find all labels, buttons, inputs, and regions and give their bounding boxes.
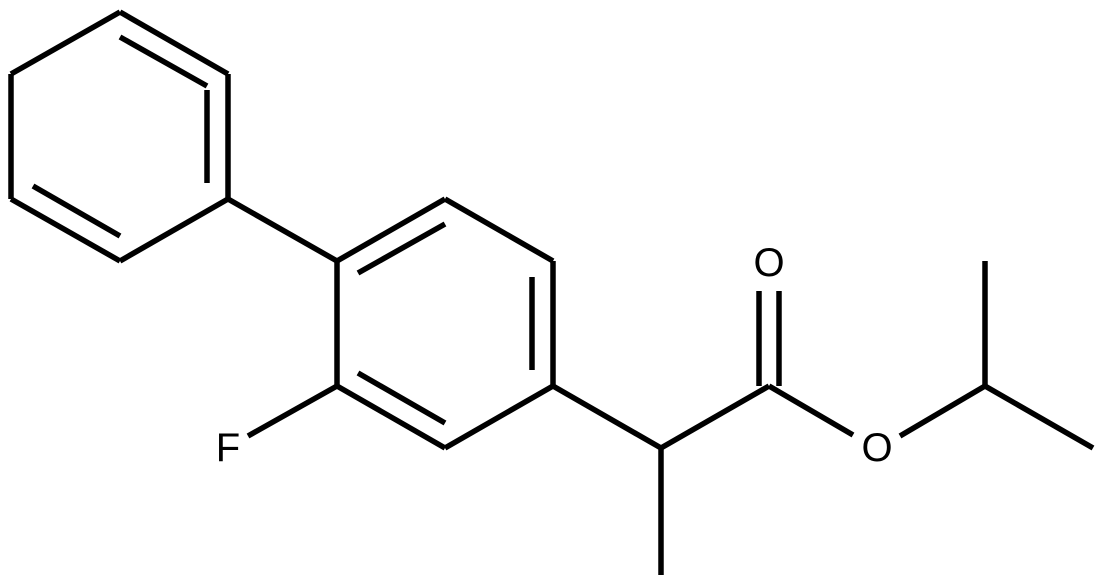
bond xyxy=(898,383,987,439)
bond xyxy=(335,383,447,451)
bond xyxy=(983,383,1095,451)
bond xyxy=(551,383,663,451)
bond xyxy=(356,370,447,426)
ester-oxygen-atom-label: O xyxy=(861,426,892,470)
fluorine-atom-label: F xyxy=(216,426,240,470)
bond xyxy=(246,383,339,439)
bond xyxy=(31,183,122,239)
bond xyxy=(9,9,122,77)
bond xyxy=(226,196,339,264)
bond xyxy=(767,383,855,438)
bond xyxy=(356,221,447,276)
bond xyxy=(9,196,122,264)
bond xyxy=(118,34,209,89)
bond xyxy=(659,383,771,451)
bond xyxy=(118,9,230,77)
bond xyxy=(443,196,555,264)
bond xyxy=(335,196,447,264)
carbonyl-oxygen-atom-label: O xyxy=(753,241,784,285)
phenyl-ring xyxy=(8,9,231,264)
fluorophenyl-ring xyxy=(334,196,556,451)
bond xyxy=(443,383,555,451)
bond xyxy=(118,196,230,264)
